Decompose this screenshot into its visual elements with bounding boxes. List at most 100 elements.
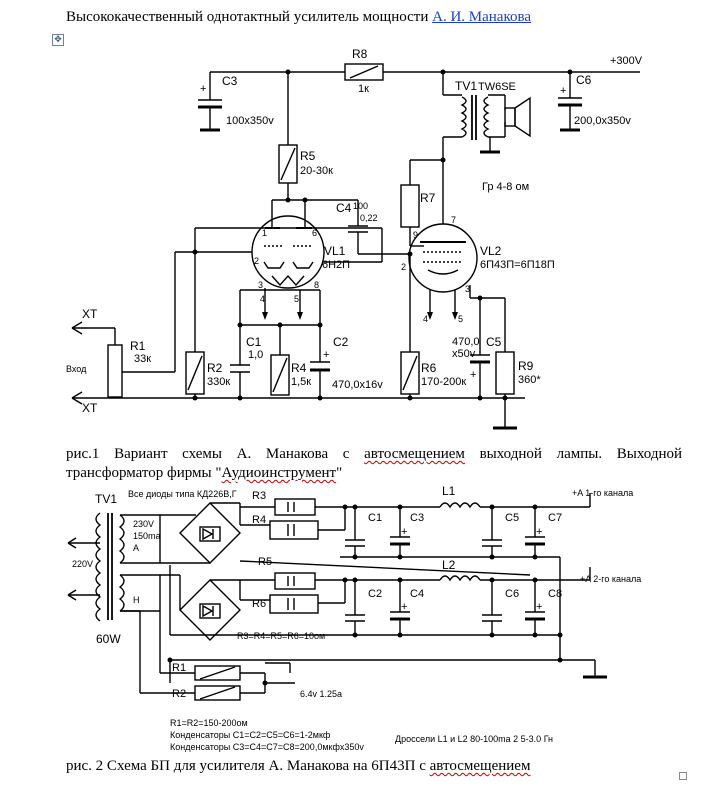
c6-plus: +	[560, 85, 566, 97]
winding-150ma: 150ma	[133, 531, 161, 541]
plus300-label: +300V	[610, 55, 643, 67]
winding-230v: 230V	[133, 519, 154, 529]
c6-label: C6	[505, 588, 519, 600]
c3-label: C3	[222, 74, 238, 88]
r4-value: 1,5к	[291, 376, 311, 388]
c2-label: C2	[368, 588, 382, 600]
r5-label: R5	[300, 149, 316, 163]
xt-bottom-label: XT	[82, 401, 98, 415]
caption1-c: выходной лампы. Выходной трансформатор ф…	[66, 446, 683, 481]
vl1-pin4: 4	[260, 294, 265, 304]
vl1-label: VL1	[324, 244, 346, 258]
power-60w: 60W	[96, 632, 121, 646]
r6-value: 170-200к	[421, 376, 466, 388]
c7-label: C7	[548, 512, 562, 524]
r5-label: R5	[258, 556, 272, 568]
channel1-label: +A 1-го канала	[572, 488, 633, 498]
vl1-pin6: 6	[312, 228, 317, 238]
c1-value: 1,0	[248, 349, 263, 361]
c4-plus: +	[401, 601, 407, 613]
r7-label: R7	[420, 191, 436, 205]
c4-label: C4	[410, 588, 424, 600]
caps-note-1: Конденсаторы C1=C2=C5=C6=1-2мкф	[170, 730, 331, 740]
r2-label: R2	[207, 361, 223, 375]
caption2-a: рис. 2 Схема БП для усилителя А. Манаков…	[66, 758, 430, 774]
c5-value-1: 470,0	[452, 336, 480, 348]
tv1-type: TW6SE	[478, 81, 516, 93]
r1-value: 33к	[134, 353, 151, 365]
title-text: Высококачественный однотактный усилитель…	[66, 9, 433, 25]
fil-r2-label: R2	[172, 688, 186, 700]
c5-value-2: x50v	[452, 348, 476, 360]
c2-plus: +	[323, 349, 329, 361]
caps-note-2: Конденсаторы C3=C4=C7=C8=200,0мкфх350v	[170, 742, 364, 752]
vl2-pin4: 4	[423, 314, 428, 324]
diodes-note: Все диоды типа КД226В,Г	[128, 489, 237, 499]
table-move-handle-icon[interactable]: ✥	[52, 34, 64, 46]
paragraph-end-mark	[679, 772, 687, 780]
r1-label: R1	[130, 339, 146, 353]
xt-top-label: XT	[82, 307, 98, 321]
c5-label: C5	[505, 512, 519, 524]
figure2-caption: рис. 2 Схема БП для усилителя А. Манаков…	[66, 757, 530, 776]
c2-value: 470,0x16v	[332, 379, 383, 391]
c8-label: C8	[548, 588, 562, 600]
r9-label: R9	[518, 359, 534, 373]
chokes-note: Дроссели L1 и L2 80-100ma 2 5-3.0 Гн	[395, 734, 553, 744]
r-equality-note: R3=R4=R5=R6=10ом	[237, 631, 325, 641]
psu-tv1-label: TV1	[95, 492, 117, 506]
r6-label: R6	[421, 361, 437, 375]
c5-label: C5	[486, 335, 502, 349]
c1-label: C1	[246, 335, 262, 349]
r9-value: 360*	[518, 374, 541, 386]
amplifier-schematic: +300V C3 + 100x350v R8 1к TV1 TW6SE C6 +…	[66, 47, 643, 430]
vl1-pin8: 8	[314, 280, 319, 290]
input-label: Вход	[66, 364, 87, 374]
vl2-pin9: 9	[413, 230, 418, 240]
c4-value-1: 100	[353, 201, 368, 211]
c4-label: C4	[336, 201, 352, 215]
vl2-type: 6П43П=6П18П	[480, 259, 555, 271]
vl2-pin7: 7	[451, 215, 456, 225]
c4-value-2: 0,22	[360, 213, 378, 223]
caption1-d: Аудиоинструмент	[221, 465, 337, 481]
vl1-pin2: 2	[254, 256, 259, 266]
channel2-label: +A 2-го канала	[580, 574, 641, 584]
figure1-caption: рис.1 Вариант схемы А. Манакова с автосм…	[66, 445, 682, 483]
c5-plus: +	[470, 369, 476, 381]
filament-voltage: 6.4v 1.25a	[300, 689, 342, 699]
vl2-pin2: 2	[401, 262, 406, 272]
fil-r1-label: R1	[172, 662, 186, 674]
tv1-label: TV1	[455, 79, 477, 93]
winding-h: H	[133, 595, 140, 605]
c3-plus: +	[401, 526, 407, 538]
vl2-pin5: 5	[458, 314, 463, 324]
c3-value: 100x350v	[226, 115, 274, 127]
r8-label: R8	[352, 47, 368, 61]
caption1-a: рис.1 Вариант схемы А. Манакова с	[66, 446, 365, 462]
caption1-e: "	[336, 465, 343, 481]
c3-label: C3	[410, 512, 424, 524]
r4-label: R4	[291, 361, 307, 375]
vl1-pin1: 1	[262, 228, 267, 238]
c2-label: C2	[333, 335, 349, 349]
vl1-type: 6Н2П	[322, 259, 350, 271]
vl2-label: VL2	[480, 244, 502, 258]
c6-value: 200,0x350v	[574, 115, 631, 127]
r6-label: R6	[252, 598, 266, 610]
l1-label: L1	[442, 485, 456, 498]
r4-label: R4	[252, 514, 266, 526]
r5-value: 20-30к	[300, 165, 333, 177]
c6-label: C6	[576, 73, 592, 87]
r2-value: 330к	[207, 376, 230, 388]
mains-220v: 220V	[72, 559, 93, 569]
c8-plus: +	[536, 601, 542, 613]
c7-plus: +	[536, 526, 542, 538]
author-link[interactable]: А. И. Манакова	[432, 9, 532, 25]
r8-value: 1к	[358, 83, 369, 95]
winding-a: A	[133, 543, 139, 553]
r12-note: R1=R2=150-200ом	[170, 718, 248, 728]
c1-label: C1	[368, 512, 382, 524]
vl2-pin3: 3	[465, 284, 470, 294]
vl1-pin3: 3	[258, 280, 263, 290]
